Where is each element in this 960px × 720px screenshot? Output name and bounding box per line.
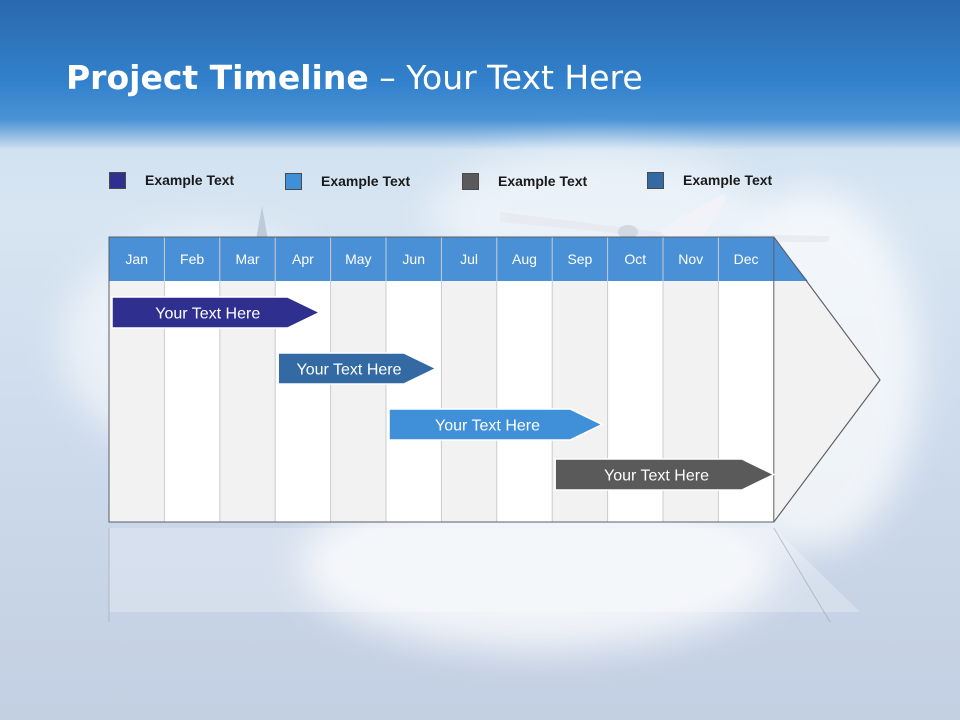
task-bar — [277, 352, 438, 385]
reflection-edge — [773, 527, 831, 623]
month-label: Feb — [180, 251, 204, 267]
legend-item: Example Text — [647, 170, 772, 190]
month-header-band — [109, 237, 808, 281]
legend-label: Example Text — [498, 173, 588, 189]
month-label: Nov — [678, 251, 703, 267]
legend-item: Example Text — [462, 171, 587, 191]
month-label: Aug — [512, 251, 537, 267]
task-bar — [554, 458, 776, 491]
month-label: Jan — [125, 251, 148, 267]
month-label: Jul — [460, 251, 478, 267]
legend-label: Example Text — [145, 172, 235, 188]
title-rest: – Your Text Here — [368, 58, 643, 97]
page-title: Project Timeline – Your Text Here — [66, 58, 643, 97]
task-bar — [388, 408, 604, 441]
month-label: Sep — [567, 251, 592, 267]
month-label: Dec — [734, 251, 759, 267]
legend-swatch — [109, 171, 126, 189]
title-bold: Project Timeline — [66, 58, 369, 97]
legend-swatch — [647, 171, 664, 189]
legend-label: Example Text — [683, 172, 773, 188]
task-label: Your Text Here — [435, 418, 540, 435]
month-column — [386, 281, 442, 522]
sky-header-band — [0, 0, 960, 150]
legend-label: Example Text — [321, 173, 411, 189]
month-label: Oct — [624, 251, 646, 267]
task-label: Your Text Here — [155, 306, 260, 323]
month-label: Jun — [402, 251, 425, 267]
task-label: Your Text Here — [297, 362, 402, 379]
legend-item: Example Text — [109, 170, 234, 190]
legend-swatch — [462, 172, 479, 190]
task-bar — [111, 296, 322, 329]
month-label: May — [345, 251, 371, 267]
legend-item: Example Text — [285, 171, 410, 191]
month-column — [330, 281, 386, 522]
task-label: Your Text Here — [604, 468, 709, 485]
month-column — [441, 281, 497, 522]
month-label: Mar — [235, 251, 259, 267]
timeline-reflection — [109, 528, 860, 612]
month-column — [496, 281, 553, 522]
month-label: Apr — [292, 251, 314, 267]
timeline-outline — [108, 236, 881, 523]
legend-swatch — [285, 172, 302, 190]
